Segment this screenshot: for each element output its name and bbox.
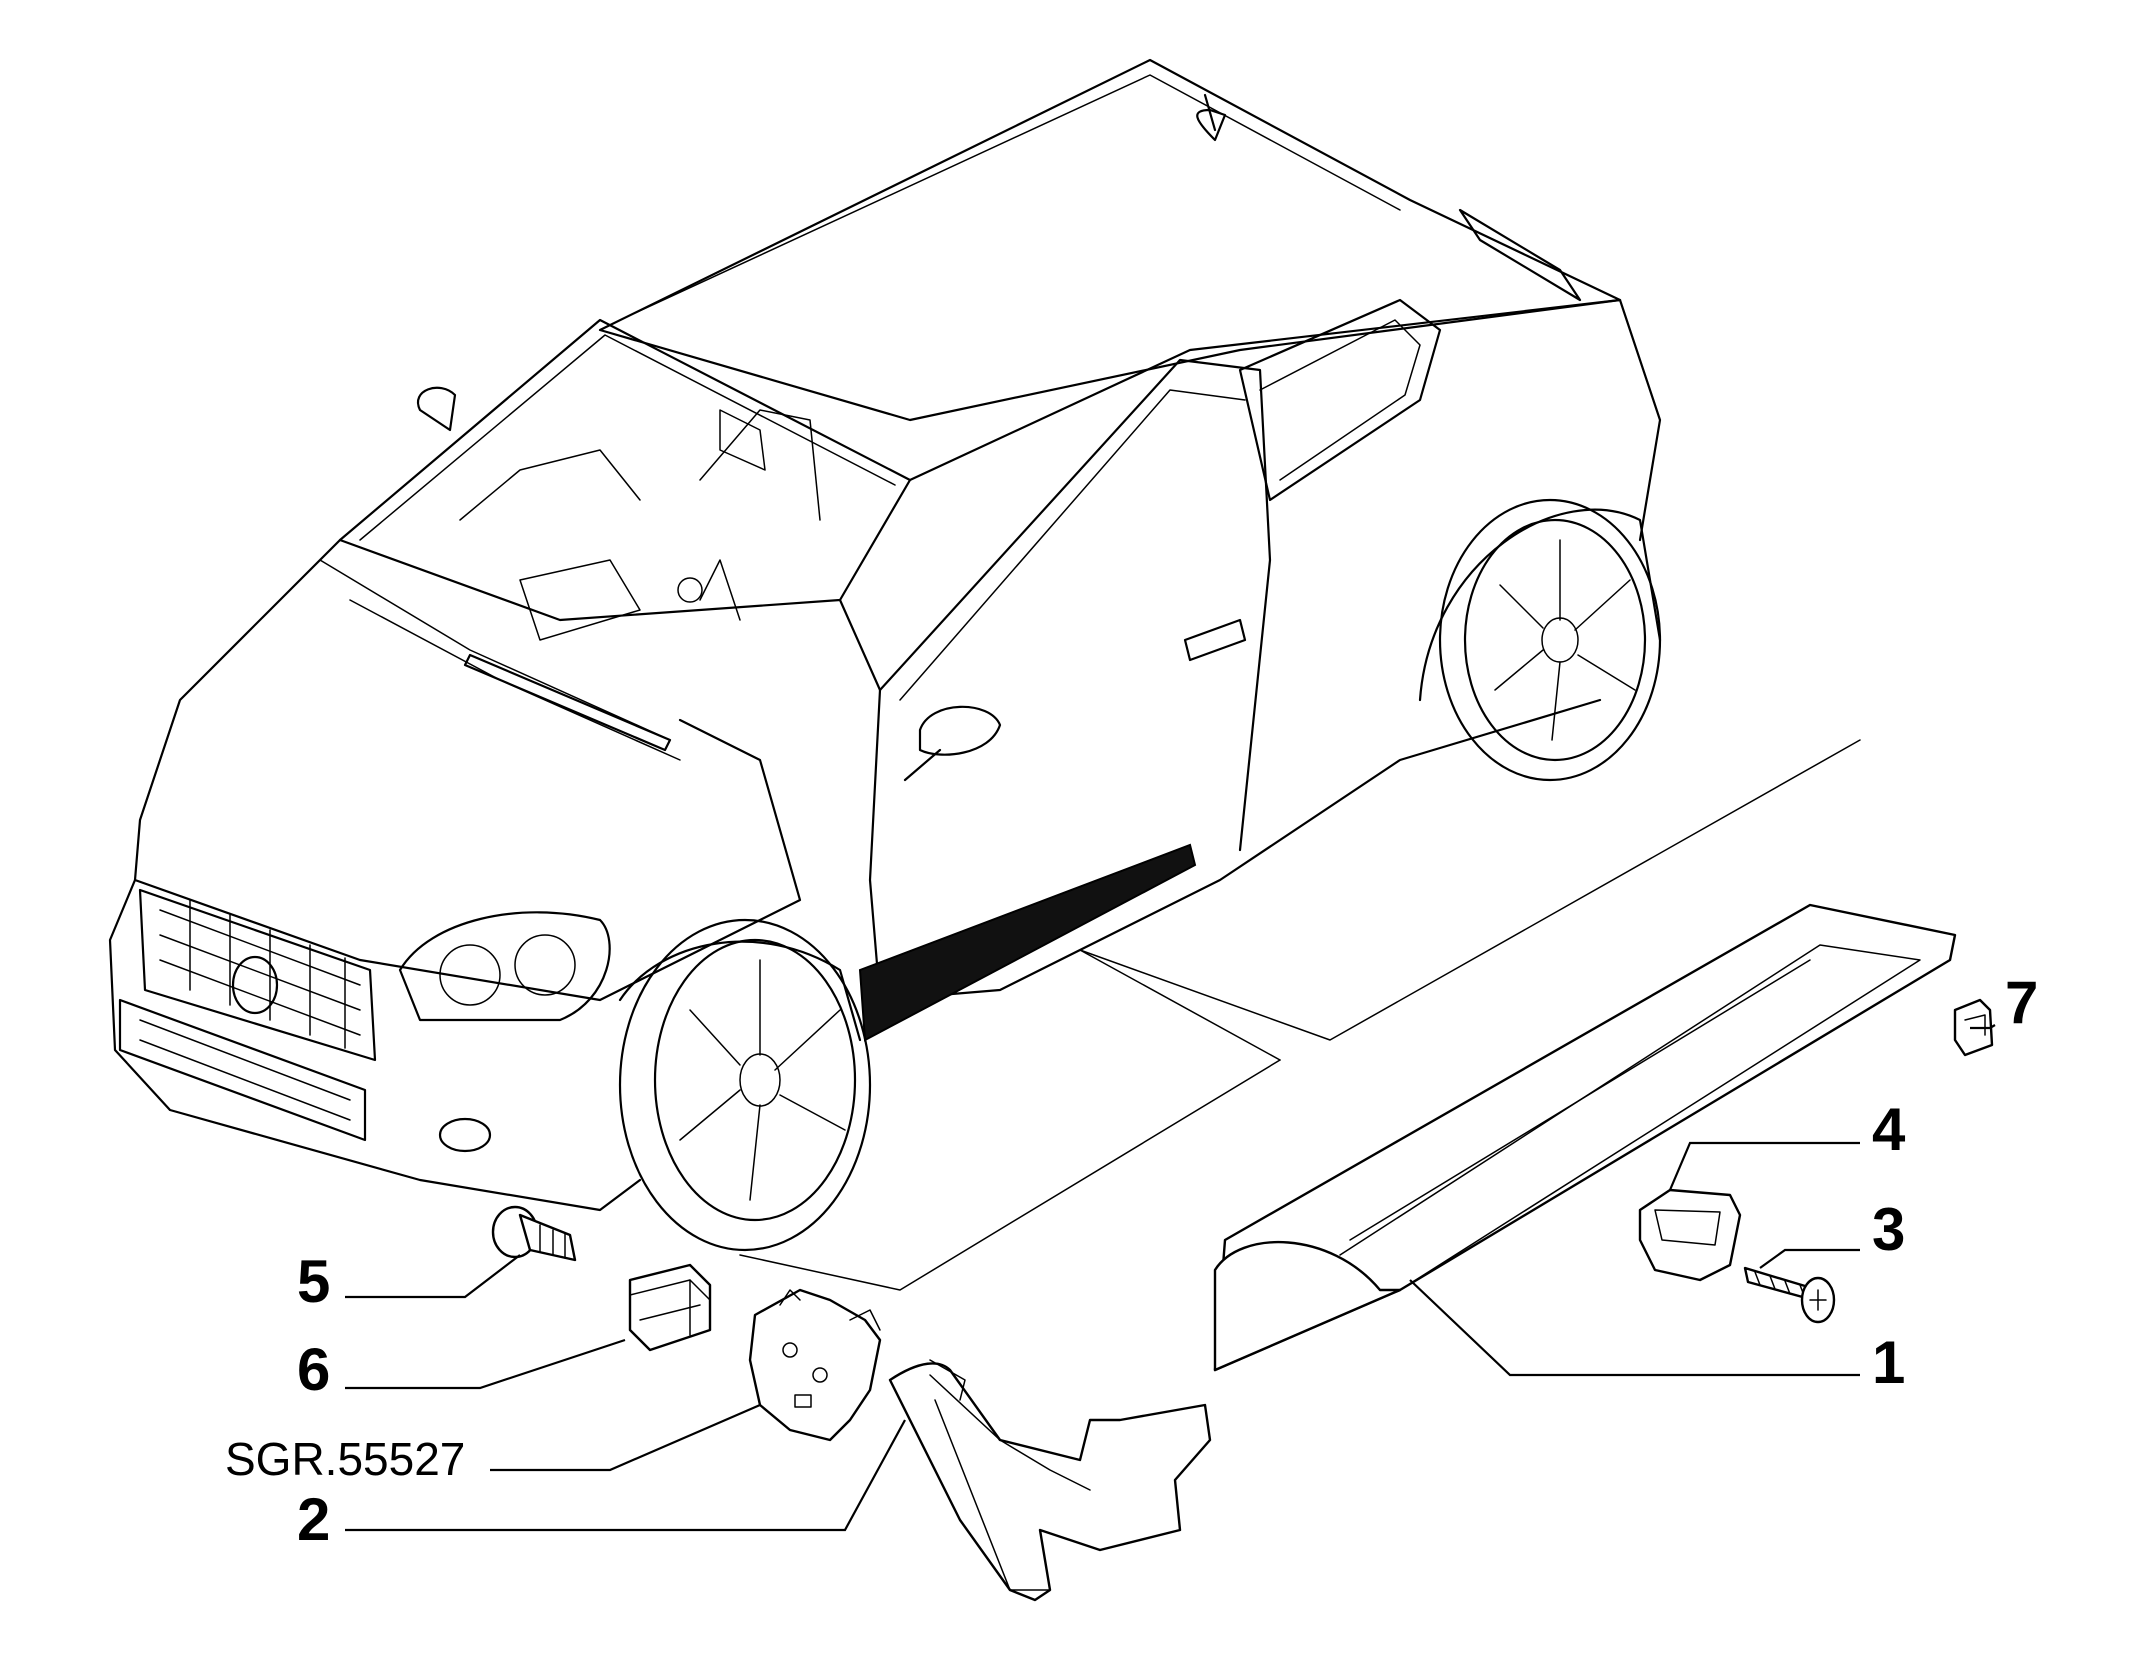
mud-flap-part [888,1359,1212,1602]
bracket-kit-part [748,1288,882,1442]
callout-1: 1 [1872,1329,1905,1396]
sill-moulding-part [1213,903,1957,1372]
callout-labels: 1 2 3 4 5 6 7 SGR.55527 [225,969,2038,1553]
leader-lines [345,1024,1996,1532]
guide-lines [739,739,1861,1291]
bolt-part [491,1205,577,1262]
callout-3: 3 [1872,1196,1905,1263]
callout-5: 5 [297,1248,330,1315]
ref-group-code: SGR.55527 [225,1433,465,1485]
car-illustration [108,58,1662,1252]
clip-part [1638,1188,1742,1282]
screw-part [1743,1266,1836,1324]
callout-4: 4 [1872,1096,1906,1163]
callout-6: 6 [297,1336,330,1403]
callout-2: 2 [297,1486,330,1553]
callout-7: 7 [2005,969,2038,1036]
block-part [628,1263,712,1352]
